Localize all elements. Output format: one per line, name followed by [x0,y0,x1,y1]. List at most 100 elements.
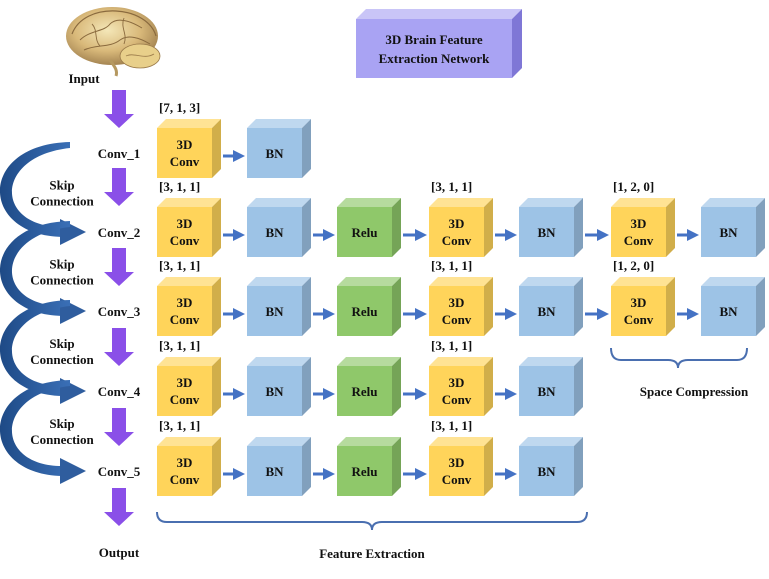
flow-arrow-row2-2 [313,229,335,241]
kernel-label-row2-1: [3, 1, 1] [159,179,200,194]
relu-label: Relu [352,384,378,399]
kernel-label-row1-1: [7, 1, 3] [159,100,200,115]
layer-label-conv-1: Conv_1 [98,146,141,161]
conv-label-line-2: Conv [442,392,472,407]
flow-arrow-row3-1 [223,308,245,320]
relu-label: Relu [352,464,378,479]
skip-label-line-2: Connection [30,273,94,288]
block-conv-row5-col1: 3D Conv [157,437,221,496]
title-box: 3D Brain Feature Extraction Network [356,9,522,78]
block-bn-row3-col2: BN [247,277,311,336]
block-bn-row2-col2: BN [247,198,311,257]
down-arrow-1 [104,90,134,128]
block-conv-row3-col4: 3D Conv [429,277,493,336]
conv-label-line-1: 3D [449,375,465,390]
down-arrow-2 [104,168,134,206]
skip-label-line-2: Connection [30,194,94,209]
conv-label-line-2: Conv [170,392,200,407]
conv-label-line-2: Conv [170,154,200,169]
kernel-label-row3-1: [3, 1, 1] [159,258,200,273]
down-arrow-5 [104,408,134,446]
feature-extraction-label: Feature Extraction [319,546,425,561]
kernel-label-row3-3: [1, 2, 0] [613,258,654,273]
title-line-1: 3D Brain Feature [385,32,482,47]
bn-label: BN [537,304,556,319]
input-label: Input [68,71,100,86]
skip-label-line-1: Skip [49,336,74,351]
flow-arrow-row5-1 [223,468,245,480]
block-bn-row2-col5: BN [519,198,583,257]
bn-label: BN [265,146,284,161]
kernel-label-row4-2: [3, 1, 1] [431,338,472,353]
flow-arrow-row5-2 [313,468,335,480]
flow-arrow-row4-3 [403,388,427,400]
flow-arrow-row4-1 [223,388,245,400]
conv-label-line-2: Conv [624,233,654,248]
down-arrow-3 [104,248,134,286]
bn-label: BN [719,304,738,319]
flow-arrow-row2-5 [585,229,609,241]
block-relu-row2-col3: Relu [337,198,401,257]
flow-arrow-row5-4 [495,468,517,480]
kernel-label-row5-2: [3, 1, 1] [431,418,472,433]
block-bn-row5-col2: BN [247,437,311,496]
flow-arrow-row2-1 [223,229,245,241]
flow-arrow-row1-1 [223,150,245,162]
flow-arrow-row4-2 [313,388,335,400]
conv-label-line-1: 3D [449,455,465,470]
block-bn-row4-col5: BN [519,357,583,416]
block-relu-row4-col3: Relu [337,357,401,416]
flow-arrow-row3-2 [313,308,335,320]
skip-label-line-1: Skip [49,178,74,193]
layer-label-conv-5: Conv_5 [98,464,141,479]
bn-label: BN [537,384,556,399]
conv-label-line-1: 3D [177,137,193,152]
bn-label: BN [537,464,556,479]
skip-connection-arrow-4 [0,380,86,484]
title-line-2: Extraction Network [379,51,491,66]
conv-label-line-2: Conv [442,312,472,327]
conv-label-line-2: Conv [442,233,472,248]
output-label: Output [99,545,140,560]
kernel-label-row4-1: [3, 1, 1] [159,338,200,353]
block-conv-row2-col1: 3D Conv [157,198,221,257]
conv-label-line-1: 3D [449,295,465,310]
block-conv-row4-col4: 3D Conv [429,357,493,416]
conv-label-line-2: Conv [442,472,472,487]
layer-label-conv-2: Conv_2 [98,225,141,240]
space-compression-label: Space Compression [640,384,749,399]
block-bn-row4-col2: BN [247,357,311,416]
conv-label-line-1: 3D [177,455,193,470]
block-relu-row5-col3: Relu [337,437,401,496]
block-bn-row5-col5: BN [519,437,583,496]
flow-arrow-row4-4 [495,388,517,400]
bn-label: BN [265,304,284,319]
block-bn-row1-col2: BN [247,119,311,178]
bn-label: BN [265,464,284,479]
flow-arrow-row3-4 [495,308,517,320]
block-conv-row5-col4: 3D Conv [429,437,493,496]
block-conv-row1-col1: 3D Conv [157,119,221,178]
conv-label-line-1: 3D [177,295,193,310]
block-bn-row2-col7: BN [701,198,765,257]
kernel-label-row3-2: [3, 1, 1] [431,258,472,273]
block-bn-row3-col7: BN [701,277,765,336]
flow-arrow-row3-6 [677,308,699,320]
kernel-label-row2-2: [3, 1, 1] [431,179,472,194]
flow-arrow-row3-5 [585,308,609,320]
down-arrow-6 [104,488,134,526]
layer-label-conv-3: Conv_3 [98,304,141,319]
bn-label: BN [719,225,738,240]
conv-label-line-2: Conv [170,472,200,487]
space-compression-bracket [610,347,748,369]
flow-arrow-row2-4 [495,229,517,241]
conv-label-line-1: 3D [177,216,193,231]
conv-label-line-2: Conv [170,233,200,248]
layer-label-conv-4: Conv_4 [98,384,141,399]
conv-label-line-2: Conv [624,312,654,327]
